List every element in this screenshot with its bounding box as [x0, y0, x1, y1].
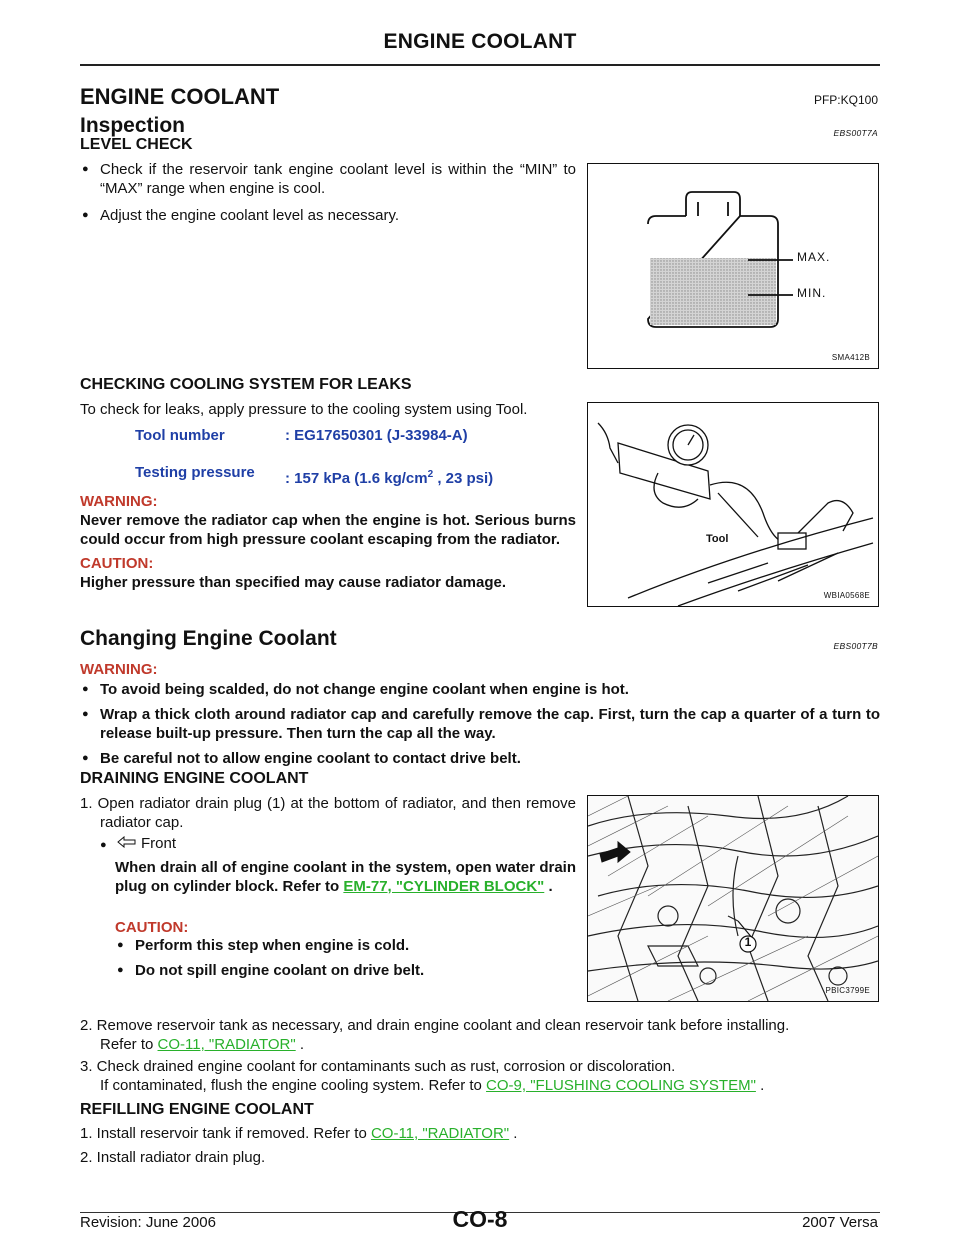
footer-page-number: CO-8 — [452, 1206, 508, 1232]
figure-code: WBIA0568E — [823, 591, 870, 600]
warning-label: WARNING: — [80, 493, 158, 510]
subsection-title-level-check: LEVEL CHECK — [80, 136, 193, 153]
tool-callout: Tool — [706, 533, 729, 545]
footer-rule — [80, 1212, 880, 1213]
bullet-item: Wrap a thick cloth around radiator cap a… — [80, 705, 880, 743]
bullet-item: Adjust the engine coolant level as neces… — [80, 206, 576, 225]
subsection-title-leaks: CHECKING COOLING SYSTEM FOR LEAKS — [80, 376, 412, 393]
draining-caution-label: CAUTION: — [115, 919, 189, 936]
figure-pressure-tester: Tool WBIA0568E — [587, 402, 879, 607]
subsection-title-refilling: REFILLING ENGINE COOLANT — [80, 1101, 314, 1118]
footer-revision: Revision: June 2006 — [80, 1214, 216, 1231]
level-check-bullets: Check if the reservoir tank engine coola… — [80, 160, 576, 225]
front-indicator: ● Front — [100, 834, 177, 853]
cylinder-drain-note: When drain all of engine coolant in the … — [115, 859, 576, 895]
bullet-item: Do not spill engine coolant on drive bel… — [115, 961, 576, 980]
section-title-inspection: Inspection — [80, 114, 186, 137]
section-title-changing: Changing Engine Coolant — [80, 627, 337, 650]
bullet-item: To avoid being scalded, do not change en… — [80, 680, 880, 699]
bullet-item: Perform this step when engine is cold. — [115, 936, 576, 955]
figure-code: SMA412B — [831, 353, 870, 362]
front-arrow-icon — [117, 834, 137, 853]
draining-step-1: 1. Open radiator drain plug (1) at the b… — [80, 795, 576, 831]
subsection-title-draining: DRAINING ENGINE COOLANT — [80, 770, 309, 787]
bullet-item: Check if the reservoir tank engine coola… — [80, 160, 576, 198]
link-em-77[interactable]: EM-77, "CYLINDER BLOCK" — [343, 878, 545, 895]
changing-warning-label: WARNING: — [80, 661, 158, 678]
figure-code: PBIC3799E — [825, 986, 870, 995]
refilling-step-2: 2. Install radiator drain plug. — [80, 1149, 266, 1166]
link-co-11-radiator[interactable]: CO-11, "RADIATOR" — [157, 1036, 296, 1053]
max-label: MAX. — [797, 250, 831, 264]
bullet-item: Be careful not to allow engine coolant t… — [80, 749, 880, 768]
warning-text: Never remove the radiator cap when the e… — [80, 512, 576, 548]
running-header-title: ENGINE COOLANT — [383, 30, 577, 53]
radiator-underside-illustration — [588, 796, 878, 1001]
figure-drain-plug: 1 PBIC3799E — [587, 795, 879, 1002]
draining-caution-bullets: Perform this step when engine is cold. D… — [115, 936, 576, 980]
caution-text: Higher pressure than specified may cause… — [80, 574, 506, 591]
spec-tool-label: Tool number — [135, 427, 225, 444]
leaks-intro: To check for leaks, apply pressure to th… — [80, 401, 528, 418]
drain-plug-callout: 1 — [744, 935, 752, 949]
spec-pressure-value: : 157 kPa (1.6 kg/cm2 , 23 psi) — [285, 469, 494, 487]
refilling-step-1: 1. Install reservoir tank if removed. Re… — [80, 1125, 518, 1142]
section-code-inspection: EBS00T7A — [833, 128, 878, 138]
min-label: MIN. — [797, 286, 827, 300]
page-title: ENGINE COOLANT — [80, 84, 280, 109]
reservoir-tank-illustration — [647, 191, 793, 328]
spec-tool-value: : EG17650301 (J-33984-A) — [285, 427, 468, 444]
link-co-11-radiator[interactable]: CO-11, "RADIATOR" — [370, 1125, 510, 1142]
figure-reservoir-level: MAX. MIN. SMA412B — [587, 163, 879, 369]
changing-warning-bullets: To avoid being scalded, do not change en… — [80, 680, 880, 768]
section-code-changing: EBS00T7B — [833, 641, 878, 651]
header-rule — [80, 64, 880, 66]
link-co-9-flushing[interactable]: CO-9, "FLUSHING COOLING SYSTEM" — [486, 1077, 756, 1094]
spec-pressure-label: Testing pressure — [135, 464, 255, 481]
footer-model: 2007 Versa — [802, 1214, 878, 1231]
pfp-code: PFP:KQ100 — [813, 93, 878, 107]
draining-step-3: 3. Check drained engine coolant for cont… — [80, 1058, 765, 1094]
caution-label: CAUTION: — [80, 555, 154, 572]
draining-step-2: 2. Remove reservoir tank as necessary, a… — [80, 1017, 790, 1053]
leaks-warning: WARNING: Never remove the radiator cap w… — [80, 492, 576, 592]
pressure-tester-illustration — [597, 422, 874, 607]
